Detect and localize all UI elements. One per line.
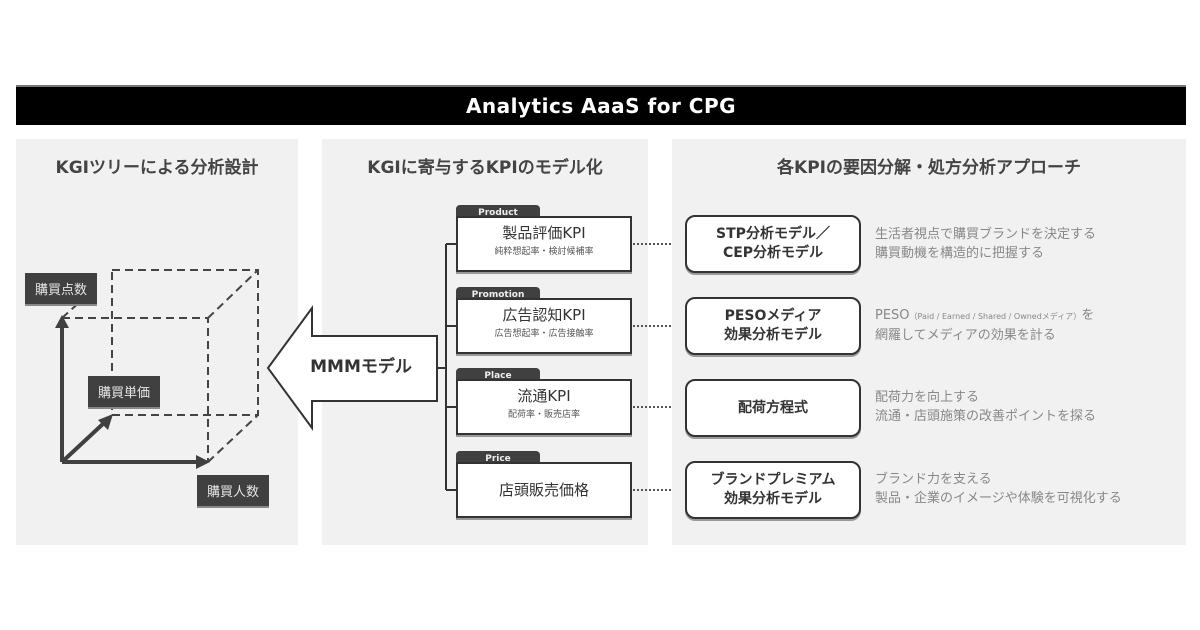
arrow-right-icon <box>196 455 210 469</box>
model-line-1: 配荷方程式 <box>738 399 808 416</box>
page-title: Analytics AaaS for CPG <box>16 85 1186 125</box>
dimension-label-unit-price: 購買単価 <box>88 376 161 407</box>
kpi-box-price: 店頭販売価格 <box>456 462 632 518</box>
kpi-subtitle: 広告想起率・広告接触率 <box>494 329 594 339</box>
kpi-box-place: 流通KPI 配荷率・販売店率 <box>456 379 632 435</box>
cube-axes <box>55 315 210 469</box>
model-line-2: 効果分析モデル <box>724 491 822 507</box>
arrow-diagonal-icon <box>98 414 113 430</box>
model-desc-distribution: 配荷力を向上する 流通・店頭施策の改善ポイントを探る <box>875 388 1096 426</box>
model-line-2: 効果分析モデル <box>724 327 822 343</box>
arrow-up-icon <box>55 315 69 328</box>
model-box-stp-cep: STP分析モデル／ CEP分析モデル <box>685 215 861 273</box>
mmm-model-label: MMMモデル <box>310 357 412 377</box>
desc-line-2: 網羅してメディアの効果を計る <box>875 328 1056 343</box>
panel-heading-analysis-approach: 各KPIの要因分解・処方分析アプローチ <box>777 158 1081 178</box>
kpi-title: 製品評価KPI <box>502 224 586 242</box>
model-desc-brand-premium: ブランド力を支える 製品・企業のイメージや体験を可視化する <box>875 470 1122 508</box>
desc-line-2: 流通・店頭施策の改善ポイントを探る <box>875 409 1097 424</box>
kpi-subtitle: 配荷率・販売店率 <box>507 410 580 420</box>
desc-line-2: 購買動機を構造的に把握する <box>875 246 1045 261</box>
desc-peso-prefix: PESO <box>875 308 910 323</box>
model-desc-stp-cep: 生活者視点で購買ブランドを決定する 購買動機を構造的に把握する <box>875 225 1096 263</box>
desc-line-1: ブランド力を支える <box>875 472 992 487</box>
desc-line-1: 生活者視点で購買ブランドを決定する <box>875 227 1097 242</box>
model-desc-peso: PESO（Paid / Earned / Shared / Ownedメディア）… <box>875 306 1094 345</box>
model-line-1: PESOメディア <box>724 308 822 324</box>
kpi-title: 店頭販売価格 <box>498 481 589 499</box>
panel-heading-kpi-model: KGIに寄与するKPIのモデル化 <box>367 158 603 178</box>
cube-dashed-edges <box>61 269 259 463</box>
dimension-label-points: 購買点数 <box>25 273 98 304</box>
kpi-subtitle: 純粋想起率・検討候補率 <box>494 247 594 257</box>
model-line-1: STP分析モデル／ <box>716 226 830 242</box>
dimension-label-buyers: 購買人数 <box>197 475 270 506</box>
kpi-box-promotion: 広告認知KPI 広告想起率・広告接触率 <box>456 298 632 354</box>
desc-line-2: 製品・企業のイメージや体験を可視化する <box>875 491 1122 506</box>
kgi-cube-diagram <box>55 269 259 469</box>
kpi-title: 広告認知KPI <box>502 306 586 324</box>
axis-depth <box>60 420 107 464</box>
desc-line-1: PESO（Paid / Earned / Shared / Ownedメディア）… <box>875 306 1094 326</box>
desc-peso-detail: （Paid / Earned / Shared / Ownedメディア） <box>909 312 1082 321</box>
model-box-distribution: 配荷方程式 <box>685 379 861 437</box>
desc-peso-suffix: を <box>1081 308 1095 323</box>
kpi-title: 流通KPI <box>517 387 571 405</box>
model-line-1: ブランドプレミアム <box>710 472 836 488</box>
kpi-box-product: 製品評価KPI 純粋想起率・検討候補率 <box>456 216 632 272</box>
model-box-brand-premium: ブランドプレミアム 効果分析モデル <box>685 461 861 519</box>
model-line-2: CEP分析モデル <box>722 245 824 261</box>
panel-heading-kgi-tree: KGIツリーによる分析設計 <box>55 158 259 178</box>
model-box-peso: PESOメディア 効果分析モデル <box>685 297 861 355</box>
desc-line-1: 配荷力を向上する <box>875 390 980 405</box>
dotted-connectors <box>633 243 685 491</box>
